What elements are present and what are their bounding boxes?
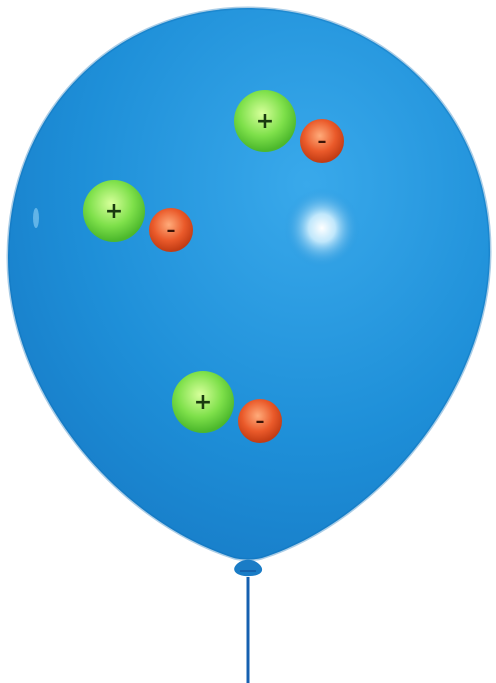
positive-charge-icon: + bbox=[83, 180, 145, 242]
positive-symbol: + bbox=[256, 109, 274, 134]
charge-pair: + – bbox=[172, 371, 282, 443]
balloon-side-glint bbox=[33, 208, 39, 228]
negative-symbol: – bbox=[256, 411, 265, 432]
positive-symbol: + bbox=[194, 390, 212, 415]
balloon-highlight bbox=[284, 188, 360, 268]
negative-symbol: – bbox=[167, 220, 176, 241]
balloon-body bbox=[8, 8, 491, 560]
positive-charge-icon: + bbox=[234, 90, 296, 152]
balloon-icon bbox=[6, 6, 492, 683]
positive-charge-icon: + bbox=[172, 371, 234, 433]
charge-pair: + – bbox=[234, 90, 344, 163]
negative-charge-icon: – bbox=[149, 208, 193, 252]
positive-symbol: + bbox=[105, 199, 123, 224]
negative-symbol: – bbox=[318, 131, 327, 152]
charge-pair: + – bbox=[83, 180, 193, 252]
negative-charge-icon: – bbox=[300, 119, 344, 163]
balloon-knot bbox=[234, 559, 263, 577]
negative-charge-icon: – bbox=[238, 399, 282, 443]
balloon-edge-shade bbox=[6, 6, 492, 561]
